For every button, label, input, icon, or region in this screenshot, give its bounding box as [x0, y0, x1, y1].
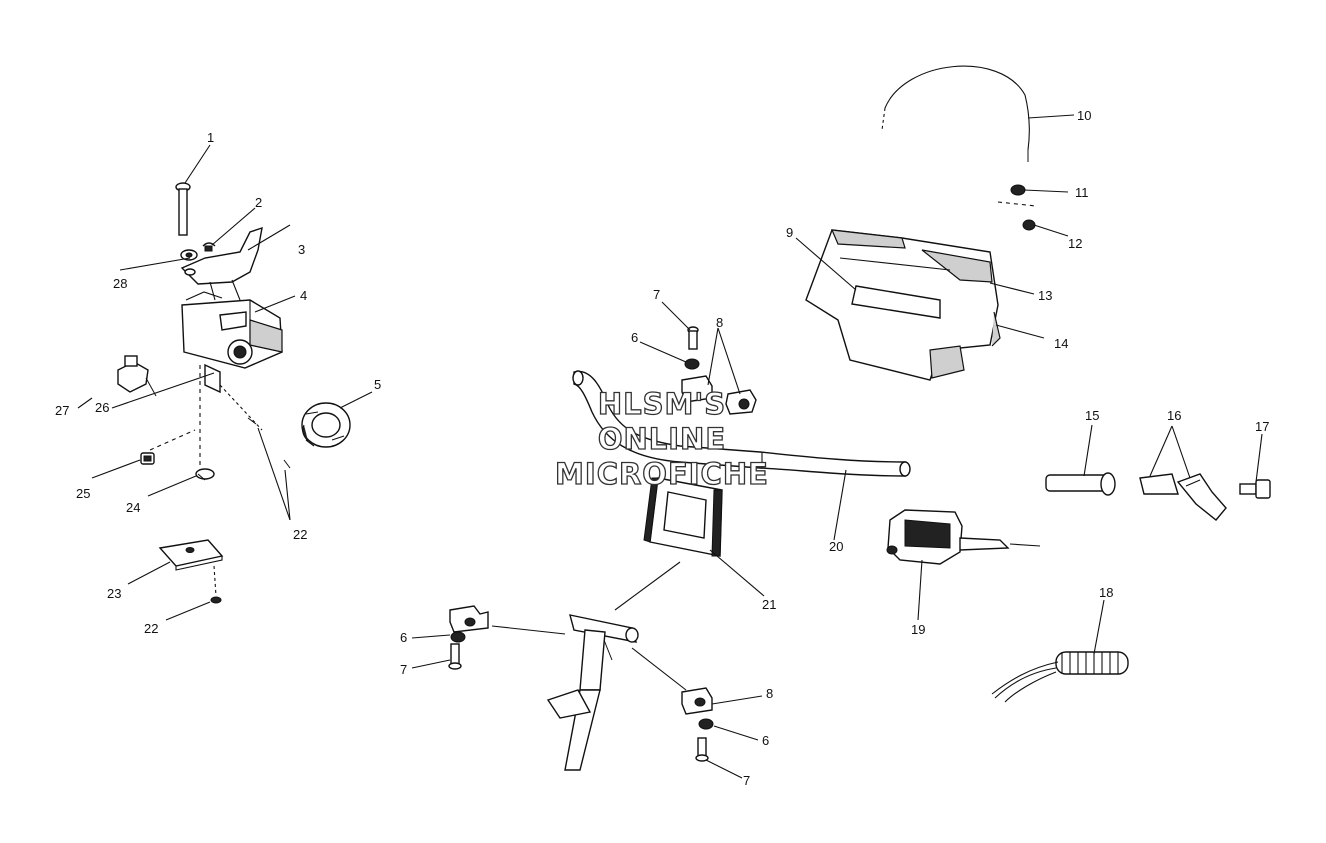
callout-20: 20 — [829, 539, 843, 554]
throttle-lever-part-3 — [180, 226, 263, 301]
cover-plate-part-23 — [158, 539, 224, 571]
handlebar-pod-assembly — [805, 65, 1037, 381]
screw-part-22 — [210, 565, 222, 604]
control-housing-part-19 — [886, 509, 1041, 565]
callout-22-right: 22 — [293, 527, 307, 542]
watermark-line-3: MICROFICHE — [555, 457, 769, 491]
bolt-part-7 — [448, 643, 462, 670]
callout-24: 24 — [126, 500, 140, 515]
callout-21: 21 — [762, 597, 776, 612]
nut-part-12 — [1022, 219, 1036, 231]
clip-part-24 — [195, 468, 215, 481]
throttle-housing-part-4 — [181, 291, 283, 394]
callout-7-right: 7 — [743, 773, 750, 788]
switch-part-27 — [117, 355, 157, 397]
clamp-part-8 — [681, 687, 713, 715]
handlebar-assembly — [448, 326, 911, 771]
callout-15: 15 — [1085, 408, 1099, 423]
callout-25: 25 — [76, 486, 90, 501]
callout-6-top: 6 — [631, 330, 638, 345]
callout-labels: 1 2 3 4 5 6 6 6 7 7 7 8 8 9 10 11 12 13 … — [55, 108, 1269, 788]
assembly-line — [614, 561, 681, 611]
callout-28: 28 — [113, 276, 127, 291]
callout-14: 14 — [1054, 336, 1068, 351]
callout-7-left: 7 — [400, 662, 407, 677]
callout-9: 9 — [786, 225, 793, 240]
callout-26: 26 — [95, 400, 109, 415]
callout-13: 13 — [1038, 288, 1052, 303]
grip-assembly — [886, 472, 1271, 703]
nut-part-25 — [140, 452, 155, 465]
callout-16: 16 — [1167, 408, 1181, 423]
callout-3: 3 — [298, 242, 305, 257]
washer-part-28 — [180, 249, 198, 261]
cable-part-10 — [881, 65, 1030, 162]
callout-10: 10 — [1077, 108, 1091, 123]
clamp-part-8 — [681, 375, 757, 415]
callout-6-left: 6 — [400, 630, 407, 645]
callout-17: 17 — [1255, 419, 1269, 434]
leader-lines — [77, 114, 1263, 779]
pod-cover-part-9 — [805, 229, 1001, 381]
throttle-block-assembly — [117, 182, 351, 604]
nut-part-6 — [684, 358, 700, 370]
callout-1: 1 — [207, 130, 214, 145]
coil-part-18 — [991, 651, 1129, 703]
callout-19: 19 — [911, 622, 925, 637]
callout-5: 5 — [374, 377, 381, 392]
clamp-part-8 — [449, 605, 489, 633]
bolt-part-7 — [695, 737, 709, 762]
collar-part-5 — [301, 402, 351, 448]
callout-2: 2 — [255, 195, 262, 210]
callout-7-top: 7 — [653, 287, 660, 302]
watermark: HLSM'S ONLINE MICROFICHE — [554, 386, 769, 491]
callout-6-right: 6 — [762, 733, 769, 748]
clip-part-2 — [202, 242, 216, 252]
screw-part-22 — [247, 417, 291, 469]
callout-22-bottom: 22 — [144, 621, 158, 636]
nut-part-6 — [698, 718, 714, 730]
callout-12: 12 — [1068, 236, 1082, 251]
callout-23: 23 — [107, 586, 121, 601]
assembly-line — [219, 384, 263, 431]
bolt-part-1 — [175, 182, 191, 236]
nut-part-6 — [450, 631, 466, 643]
watermark-line-2: ONLINE — [598, 422, 726, 456]
callout-8-right: 8 — [766, 686, 773, 701]
handlebar-part-20 — [572, 370, 911, 477]
handlebar-pad-part-21 — [643, 477, 723, 557]
watermark-line-1: HLSM'S — [598, 387, 726, 421]
heater-part-16 — [1139, 473, 1227, 521]
callout-8-top: 8 — [716, 315, 723, 330]
bolt-part-17 — [1239, 479, 1271, 499]
grip-part-15 — [1045, 472, 1116, 496]
callout-18: 18 — [1099, 585, 1113, 600]
callout-4: 4 — [300, 288, 307, 303]
steering-post — [491, 614, 687, 771]
callout-11: 11 — [1075, 185, 1089, 200]
callout-27: 27 — [55, 403, 69, 418]
bolt-part-7 — [687, 326, 699, 350]
assembly-line — [149, 429, 196, 451]
nut-part-11 — [997, 184, 1037, 207]
